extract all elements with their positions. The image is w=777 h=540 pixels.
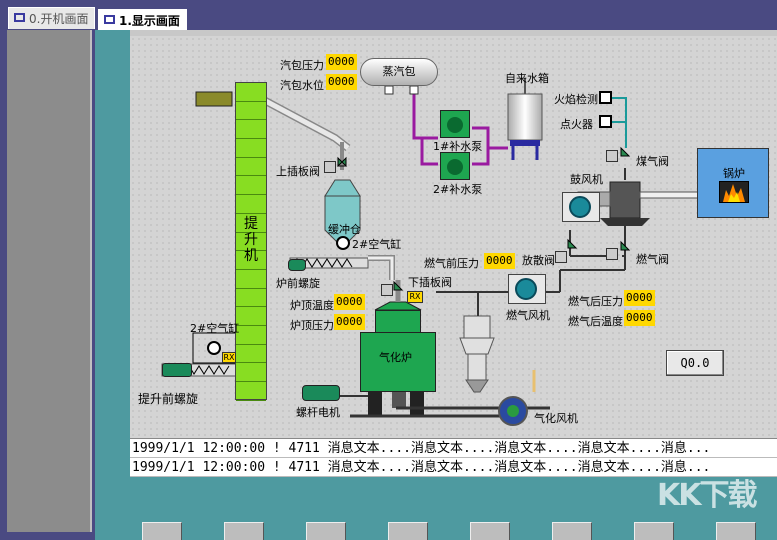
pump-1[interactable] xyxy=(440,110,470,138)
fan-icon xyxy=(507,405,519,417)
gas-valve-1-label: 煤气阀 xyxy=(636,155,669,168)
gas-front-pressure-value: 0000 xyxy=(484,253,515,269)
air-cylinder-2-label: 2#空气缸 xyxy=(190,322,240,335)
drum-level-label: 汽包水位 xyxy=(280,79,324,92)
gas-front-pressure-label: 燃气前压力 xyxy=(424,257,479,270)
steam-drum-label: 蒸汽包 xyxy=(382,65,416,78)
process-canvas: 蒸汽包 汽包压力 0000 汽包水位 0000 自来水箱 1#补水泵 2#补水泵… xyxy=(130,30,777,477)
watermark-logo: KK下载 xyxy=(657,478,757,513)
front-screw-label: 炉前螺旋 xyxy=(276,277,320,290)
flame-detect-indicator[interactable] xyxy=(599,91,612,104)
upper-valve-label: 上插板阀 xyxy=(276,165,320,178)
gasifier-label: 气化炉 xyxy=(379,351,412,364)
elevator-label: 提升机 xyxy=(244,216,258,264)
gas-fan[interactable] xyxy=(508,274,546,304)
drum-pressure-label: 汽包压力 xyxy=(280,59,324,72)
fan-icon xyxy=(447,159,463,175)
message-row[interactable]: 1999/1/1 12:00:00 ! 4711 消息文本....消息文本...… xyxy=(130,458,777,477)
tab-bar: 0.开机画面 1.显示画面 xyxy=(0,0,777,31)
gas-valve-2-actuator[interactable] xyxy=(606,248,618,260)
pre-lift-screw-label: 提升前螺旋 xyxy=(138,392,199,406)
furnace-top-temp-value: 0000 xyxy=(334,294,365,310)
fan-icon xyxy=(447,117,463,133)
steam-drum[interactable]: 蒸汽包 xyxy=(360,58,438,86)
water-tank-label: 自来水箱 xyxy=(505,72,549,85)
igniter-indicator[interactable] xyxy=(599,115,612,128)
gas-after-temp-label: 燃气后温度 xyxy=(568,315,623,328)
gas-valve-2-label: 燃气阀 xyxy=(636,253,669,266)
gasifier-top xyxy=(375,310,421,334)
gas-valve-1-actuator[interactable] xyxy=(606,150,618,162)
drum-level-value: 0000 xyxy=(326,74,357,90)
gas-after-pressure-label: 燃气后压力 xyxy=(568,295,623,308)
gasifier[interactable]: 气化炉 xyxy=(360,332,436,392)
pre-lift-screw-motor[interactable] xyxy=(162,363,192,377)
lower-valve-label: 下插板阀 xyxy=(408,276,452,289)
lower-valve-actuator[interactable] xyxy=(381,284,393,296)
screw-motor-label: 螺杆电机 xyxy=(296,406,340,419)
furnace-top-pressure-label: 炉顶压力 xyxy=(290,319,334,332)
function-button-8[interactable] xyxy=(716,522,756,540)
boiler[interactable]: 锅炉 xyxy=(697,148,769,218)
fan-icon xyxy=(569,196,591,218)
pump-1-label: 1#补水泵 xyxy=(433,140,483,153)
alarm-message-list[interactable]: 1999/1/1 12:00:00 ! 4711 消息文本....消息文本...… xyxy=(130,438,777,477)
tab-startup-screen[interactable]: 0.开机画面 xyxy=(8,7,96,29)
q0-output-button[interactable]: Q0.0 xyxy=(666,350,724,376)
igniter-label: 点火器 xyxy=(560,118,593,131)
function-button-4[interactable] xyxy=(388,522,428,540)
blower[interactable] xyxy=(562,192,600,222)
message-row[interactable]: 1999/1/1 12:00:00 ! 4711 消息文本....消息文本...… xyxy=(130,439,777,458)
front-screw-motor[interactable] xyxy=(288,259,306,271)
tab-label: 1.显示画面 xyxy=(119,14,180,28)
pipe-network xyxy=(130,30,777,418)
function-button-6[interactable] xyxy=(552,522,592,540)
tab-display-screen[interactable]: 1.显示画面 xyxy=(98,9,187,31)
air-cylinder-label: 2#空气缸 xyxy=(352,238,402,251)
pump-2-label: 2#补水泵 xyxy=(433,183,483,196)
tab-label: 0.开机画面 xyxy=(29,12,89,26)
function-button-2[interactable] xyxy=(224,522,264,540)
drum-pressure-value: 0000 xyxy=(326,54,357,70)
gas-fan-label: 燃气风机 xyxy=(506,309,550,322)
release-valve-actuator[interactable] xyxy=(555,251,567,263)
furnace-top-temp-label: 炉顶温度 xyxy=(290,299,334,312)
gas-after-pressure-value: 0000 xyxy=(624,290,655,306)
window-icon xyxy=(14,13,25,22)
furnace-top-pressure-value: 0000 xyxy=(334,314,365,330)
rx-indicator: RX xyxy=(407,291,423,303)
blower-label: 鼓风机 xyxy=(570,173,603,186)
release-valve-label: 放散阀 xyxy=(522,254,555,267)
gasify-fan[interactable] xyxy=(498,396,528,426)
screw-motor[interactable] xyxy=(302,385,340,401)
gas-after-temp-value: 0000 xyxy=(624,310,655,326)
pump-2[interactable] xyxy=(440,152,470,180)
gasify-fan-label: 气化风机 xyxy=(534,412,578,425)
bucket-elevator[interactable] xyxy=(235,82,267,401)
left-panel xyxy=(7,30,92,532)
rx-indicator-2: RX xyxy=(222,352,236,363)
fan-icon xyxy=(515,278,537,300)
buffer-bin-label: 缓冲仓 xyxy=(328,223,361,236)
flame-detect-label: 火焰检测 xyxy=(554,93,598,106)
function-button-5[interactable] xyxy=(470,522,510,540)
window-icon xyxy=(104,15,115,24)
function-button-3[interactable] xyxy=(306,522,346,540)
function-button-1[interactable] xyxy=(142,522,182,540)
fire-icon xyxy=(719,181,749,203)
function-button-7[interactable] xyxy=(634,522,674,540)
upper-valve-actuator[interactable] xyxy=(324,161,336,173)
boiler-label: 锅炉 xyxy=(723,167,745,180)
